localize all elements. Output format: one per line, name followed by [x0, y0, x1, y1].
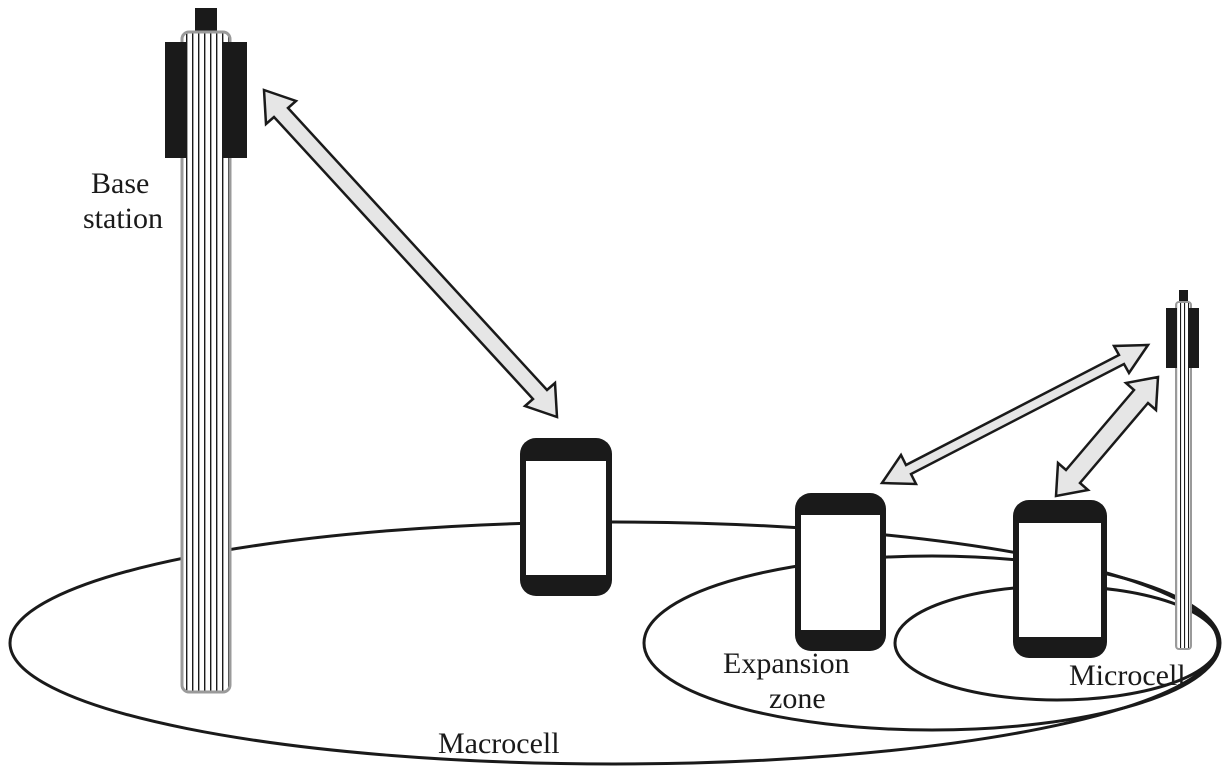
expansion-zone-label-line2: zone — [769, 682, 826, 715]
microcell-link-arrow — [1054, 375, 1160, 498]
base-station-label-line2: station — [83, 202, 163, 235]
phone-macrocell-user — [520, 438, 612, 596]
base-station-tower — [165, 8, 247, 694]
expansion-zone-ellipse — [642, 554, 1222, 732]
base-station-label-line1: Base — [91, 167, 149, 200]
macrocell-label: Macrocell — [438, 727, 560, 760]
expansion-link-arrow — [879, 343, 1151, 486]
phone-microcell-user — [1013, 500, 1107, 658]
phone-expansion-zone-user — [795, 493, 886, 651]
macro-link-arrow — [262, 88, 559, 419]
microcell-base-station — [1166, 290, 1199, 650]
expansion-zone-label-line1: Expansion — [723, 647, 850, 680]
microcell-label: Microcell — [1069, 659, 1186, 692]
